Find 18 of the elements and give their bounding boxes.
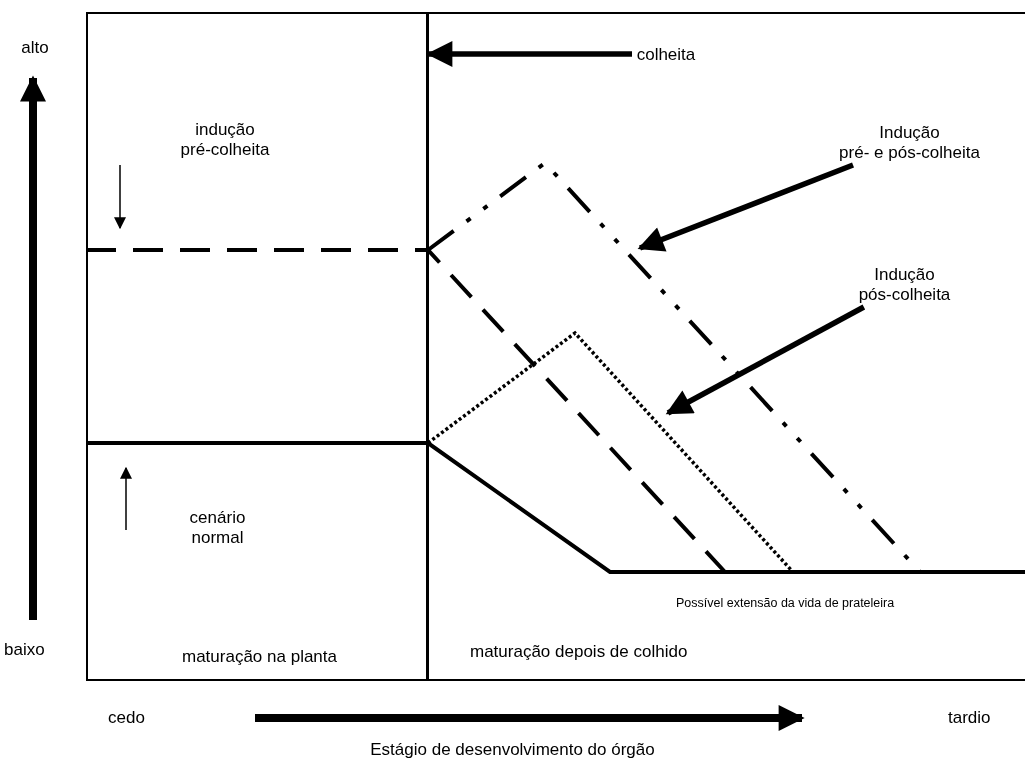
axis-label: tardio [948,708,992,729]
arrow [637,162,855,252]
axis-label: cedo [108,708,146,729]
curve-label: cenário normal [188,508,247,549]
panel-label: maturação depois de colhido [470,642,689,663]
arrow [665,304,866,416]
annotation-text: Indução pré- e pós-colheita [832,123,987,167]
curve-label: indução pré-colheita [179,120,271,161]
panel-label: maturação na planta [181,647,338,668]
note: Possível extensão da vida de prateleira [676,596,896,611]
axis-label: alto [20,38,50,59]
region-panel [86,12,429,681]
annotation-text: colheita [632,45,700,67]
region-panel [428,12,1025,681]
arrow [426,41,632,67]
axis-label: baixo [4,640,46,661]
axis-title: Estágio de desenvolvimento do órgão [369,740,656,761]
annotation-text: Indução pós-colheita [852,265,957,309]
